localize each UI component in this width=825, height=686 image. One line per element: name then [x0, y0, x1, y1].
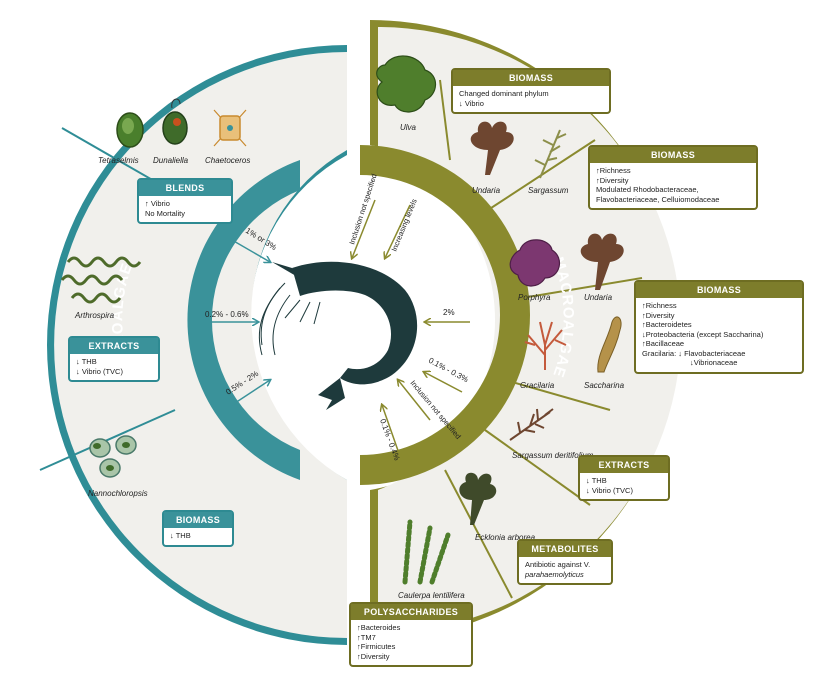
box-line: No Mortality	[145, 208, 186, 218]
undaria-icon	[470, 121, 514, 175]
sargassum-icon	[534, 129, 567, 179]
arrow-2-label: 0.2% - 0.6%	[205, 310, 249, 319]
sargassum-deritifolium-icon	[509, 408, 554, 441]
tetraselmis-icon	[116, 112, 144, 148]
arrow-4	[352, 199, 376, 258]
nannochloropsis-icon	[89, 435, 137, 478]
species-label: Ulva	[400, 123, 417, 132]
species-label: Ecklonia arborea	[475, 533, 536, 542]
caulerpa-icon	[402, 519, 451, 585]
arrow-6-label: 2%	[443, 308, 455, 317]
chaetoceros-icon	[213, 109, 247, 147]
box-line: Antibiotic against V.	[525, 560, 591, 569]
species-label: Nannochloropsis	[88, 489, 148, 498]
metabolites-title: METABOLITES	[519, 541, 611, 557]
undaria-icon	[580, 233, 624, 290]
box-line: ↑Diversity	[357, 651, 390, 661]
blends-box: BLENDS ↑ Vibrio No Mortality	[137, 178, 233, 224]
box-line: Modulated Rhodobacteraceae,	[596, 185, 699, 194]
biomass-porphyra-box: BIOMASS ↑Richness ↑Diversity ↑Bacteroide…	[634, 280, 804, 374]
box-line: ↓ Vibrio (TVC)	[586, 485, 633, 495]
shrimp-icon	[258, 261, 418, 410]
species-label: Chaetoceros	[205, 156, 250, 165]
micro-divider	[39, 409, 176, 471]
box-line: ↑Richness	[642, 301, 677, 310]
macroalgae-band	[360, 145, 530, 485]
arrow-5	[385, 204, 411, 258]
box-line: ↑Bacillaceae	[642, 339, 685, 348]
biomass-micro-title: BIOMASS	[164, 512, 232, 528]
box-line: ↓ Vibrio	[459, 98, 484, 108]
box-line: Flavobacteriaceae, Celluiomodaceae	[596, 194, 720, 204]
species-label: Dunaliella	[153, 156, 189, 165]
arrow-3	[231, 380, 270, 406]
species-label: Tetraselmis	[98, 156, 139, 165]
box-line: Gracilaria: ↓ Flavobacteriaceae	[642, 348, 746, 358]
species-label: Caulerpa lentilifera	[398, 591, 465, 600]
dunaliella-icon	[162, 98, 188, 145]
arrow-8	[398, 380, 431, 421]
biomass-undaria-box: BIOMASS ↑Richness ↑Diversity Modulated R…	[588, 145, 758, 210]
biomass-ulva-box: BIOMASS Changed dominant phylum ↓ Vibrio	[451, 68, 611, 114]
blends-title: BLENDS	[139, 180, 231, 196]
saccharina-icon	[597, 316, 622, 373]
species-label: Porphyra	[518, 293, 551, 302]
box-line: ↓ THB	[170, 531, 191, 540]
box-line: ↑Richness	[596, 166, 631, 175]
box-line: ↑TM7	[357, 632, 376, 642]
species-label: Arthrospira	[74, 311, 115, 320]
box-line: ↑Firmicutes	[357, 642, 396, 651]
biomass-ulva-title: BIOMASS	[453, 70, 609, 86]
extracts-micro-box: EXTRACTS ↓ THB ↓ Vibrio (TVC)	[68, 336, 160, 382]
box-line: ↓ THB	[76, 357, 97, 366]
arrow-5-label: Increasing levels	[390, 197, 419, 252]
polysaccharides-box: POLYSACCHARIDES ↑Bacteroides ↑TM7 ↑Firmi…	[349, 602, 473, 667]
microalgae-band	[187, 160, 300, 480]
ulva-icon	[376, 55, 437, 113]
arthrospira-icon	[60, 256, 142, 304]
biomass-micro-box: BIOMASS ↓ THB	[162, 510, 234, 547]
arrow-9	[382, 405, 403, 463]
polysaccharides-title: POLYSACCHARIDES	[351, 604, 471, 620]
box-line: ↓ THB	[586, 476, 607, 485]
species-label: Undaria	[472, 186, 501, 195]
ecklonia-icon	[459, 472, 497, 525]
box-line: parahaemolyticus	[525, 569, 584, 579]
extracts-micro-title: EXTRACTS	[70, 338, 158, 354]
arrow-4-label: Inclusion not specified	[347, 173, 378, 246]
porphyra-icon	[509, 239, 561, 287]
box-line: Changed dominant phylum	[459, 89, 549, 98]
extracts-macro-title: EXTRACTS	[580, 457, 668, 473]
arrow-1	[231, 239, 270, 262]
species-label: Sargassum	[528, 186, 569, 195]
gracilaria-icon	[524, 321, 567, 370]
box-line: ↑Diversity	[642, 310, 675, 320]
box-line: ↓ Vibrio (TVC)	[76, 366, 123, 376]
arrow-7	[424, 372, 463, 393]
arrow-7-label: 0.1% - 0.3%	[427, 356, 470, 384]
species-label: Sargassum deritifolium	[512, 451, 594, 460]
biomass-porphyra-title: BIOMASS	[636, 282, 802, 298]
species-label: Undaria	[584, 293, 613, 302]
box-line: ↓Proteobacteria (except Saccharina)	[642, 329, 764, 339]
extracts-macro-box: EXTRACTS ↓ THB ↓ Vibrio (TVC)	[578, 455, 670, 501]
box-line: ↑ Vibrio	[145, 199, 170, 208]
species-label: Saccharina	[584, 381, 625, 390]
metabolites-box: METABOLITES Antibiotic against V. paraha…	[517, 539, 613, 585]
box-line: ↑Diversity	[596, 175, 629, 185]
box-line: ↓Vibrionaceae	[690, 358, 738, 367]
species-label: Gracilaria	[520, 381, 555, 390]
box-line: ↑Bacteroides	[357, 623, 401, 632]
biomass-undaria-title: BIOMASS	[590, 147, 756, 163]
box-line: ↑Bacteroidetes	[642, 320, 692, 329]
